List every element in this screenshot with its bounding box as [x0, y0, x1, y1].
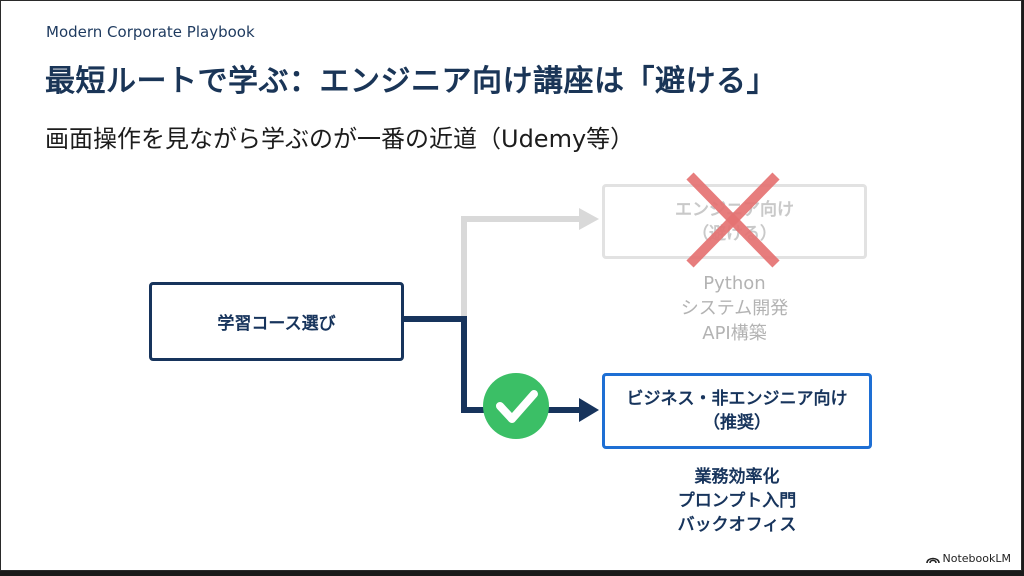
arrowhead-avoid [579, 208, 599, 230]
arrowhead-recommended [579, 398, 599, 422]
list-item: 業務効率化 [694, 467, 780, 487]
list-item: システム開発 [680, 298, 789, 319]
list-item: プロンプト入門 [677, 491, 797, 511]
brand-label: NotebookLM [942, 552, 1011, 565]
cross-icon [686, 172, 780, 268]
notebooklm-logo-icon [925, 557, 940, 563]
page-title: 最短ルートで学ぶ：エンジニア向け講座は「避ける」 [45, 64, 777, 99]
recommended-node-line1: ビジネス・非エンジニア向け [626, 389, 848, 409]
check-icon [483, 373, 549, 439]
start-node-course-selection: 学習コース選び [149, 282, 404, 361]
recommended-topic-list: 業務効率化 プロンプト入門 バックオフィス [602, 465, 872, 537]
page-subtitle: 画面操作を見ながら学ぶのが一番の近道（Udemy等） [45, 125, 635, 153]
path-to-avoid [461, 216, 586, 319]
list-item: Python [703, 273, 766, 294]
recommended-node-business-courses: ビジネス・非エンジニア向け （推奨） [602, 373, 872, 449]
avoid-node-line1: エンジニア向け [675, 199, 794, 220]
list-item: バックオフィス [677, 515, 797, 535]
notebooklm-watermark: NotebookLM [925, 552, 1011, 565]
list-item: API構築 [702, 323, 767, 344]
recommended-node-line2: （推奨） [703, 413, 771, 433]
overline-label: Modern Corporate Playbook [46, 23, 255, 41]
start-node-label: 学習コース選び [217, 314, 336, 334]
avoid-topic-list: Python システム開発 API構築 [602, 271, 867, 346]
